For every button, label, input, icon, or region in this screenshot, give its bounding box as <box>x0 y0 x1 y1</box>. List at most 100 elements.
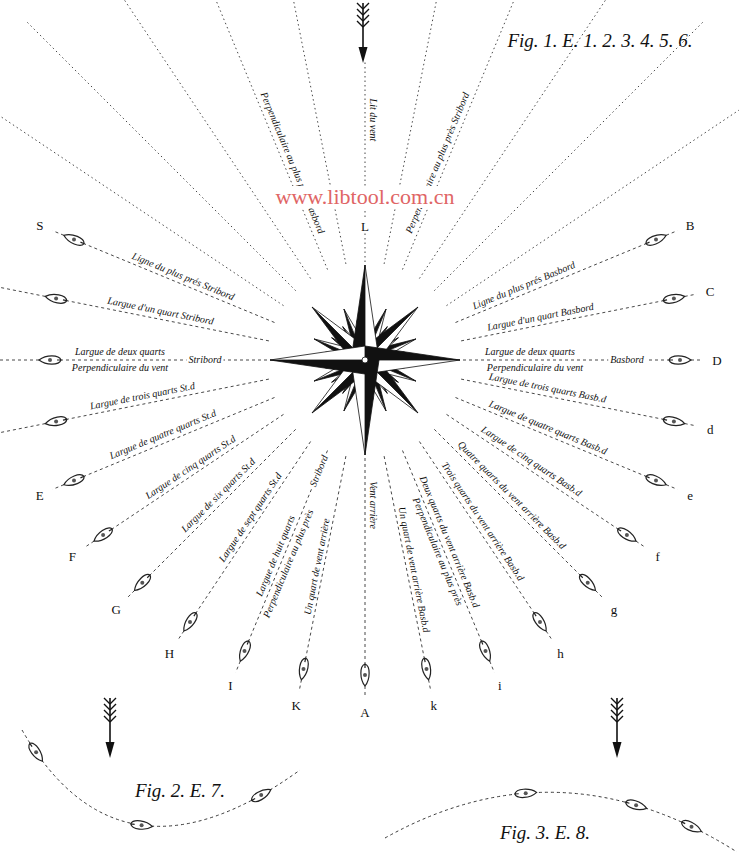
wind-ray <box>177 442 310 642</box>
ship <box>92 525 115 544</box>
watermark: www.libtool.com.cn <box>273 186 458 208</box>
ship <box>577 572 598 593</box>
point-of-sail-label: Stribord <box>187 355 224 365</box>
ray-letter: B <box>686 219 695 232</box>
ray-letter: A <box>360 706 369 719</box>
ray-letter: S <box>36 219 43 232</box>
point-of-sail-label: Perpendiculaire au plus près Stribord <box>404 91 471 235</box>
ray-letter: d <box>707 422 714 435</box>
ship <box>669 356 691 364</box>
ship-deck <box>101 533 105 537</box>
rose-point <box>365 346 460 360</box>
ray-letter: I <box>228 679 232 692</box>
ray-letter: E <box>36 488 44 501</box>
rose-point <box>365 265 379 360</box>
ship-deck <box>243 649 247 653</box>
ship <box>297 657 309 680</box>
point-of-sail-label: Vent arrière <box>368 481 378 529</box>
point-of-sail-label: Stribord <box>307 452 330 490</box>
ship-deck <box>690 825 694 829</box>
rose-point <box>351 360 365 455</box>
wind-ray <box>0 93 284 305</box>
ray-letter: C <box>706 285 715 298</box>
rose-point <box>270 360 365 374</box>
wind-ray <box>84 414 284 547</box>
ship <box>420 657 432 680</box>
ship-deck <box>140 823 144 827</box>
ray-letter: G <box>111 602 120 615</box>
point-of-sail-label: Lit du vent <box>368 99 378 142</box>
ship <box>45 292 68 304</box>
ship-deck <box>672 297 676 301</box>
ship <box>180 610 199 633</box>
ship-deck <box>524 791 528 795</box>
ray-letter: F <box>69 549 76 562</box>
ship <box>514 788 537 798</box>
ship <box>45 415 68 427</box>
ship-deck <box>259 793 263 797</box>
ship-deck <box>302 667 306 671</box>
ship-deck <box>54 297 58 301</box>
point-of-sail-label: Perpendiculaire du vent <box>72 363 168 373</box>
course-curve <box>385 792 737 852</box>
ship <box>39 356 61 364</box>
ship <box>62 472 85 488</box>
ship-deck <box>654 238 658 242</box>
point-of-sail-label: Largue de deux quarts <box>485 347 575 357</box>
wind-arrow <box>104 698 116 758</box>
point-of-sail-label: Largue d'un quart Stribord <box>107 296 215 327</box>
rose-center <box>362 357 368 363</box>
ship <box>662 415 685 427</box>
ship-deck <box>48 358 52 362</box>
ship-deck <box>625 533 629 537</box>
point-of-sail-label: Ligne du plus prés Basbord <box>471 260 577 311</box>
ship <box>680 818 703 835</box>
ship <box>250 786 273 804</box>
point-of-sail-label: Largue d'un quart Basbord <box>486 302 594 333</box>
ship <box>361 664 369 686</box>
ship <box>26 741 45 764</box>
point-of-sail-label: Perpendiculaire du vent <box>487 363 583 373</box>
point-of-sail-label: Basbord <box>608 355 646 365</box>
ship-deck <box>484 649 488 653</box>
ship-deck <box>634 803 638 807</box>
compass-rose <box>270 265 460 455</box>
ship <box>236 639 252 662</box>
wind-ray <box>26 21 296 291</box>
figure-title: Fig. 3. E. 8. <box>500 823 590 842</box>
ship-deck <box>188 620 192 624</box>
point-of-sail-label: Ligne du plus prés Stribord <box>131 251 236 302</box>
point-of-sail-label: Largue de trois quarts St.d <box>89 381 196 412</box>
ray-letter: k <box>430 699 437 712</box>
ship-deck <box>425 667 429 671</box>
wind-ray <box>0 268 269 341</box>
wind-ray <box>299 456 346 691</box>
ship-deck <box>140 581 144 585</box>
ship-deck <box>34 750 38 754</box>
ray-letter: g <box>611 602 618 615</box>
rose-point <box>365 360 379 455</box>
ship-deck <box>72 479 76 483</box>
point-of-sail-label: Quatre quarts du vent arrière Basb.d <box>456 440 568 552</box>
ships <box>26 231 703 835</box>
ship <box>644 231 667 247</box>
ray-letter: f <box>656 549 660 562</box>
ray-letter: i <box>498 679 502 692</box>
course-curve <box>22 730 300 826</box>
ship <box>644 472 667 488</box>
wind-ray <box>463 360 703 361</box>
ship-deck <box>72 238 76 242</box>
ship-deck <box>654 479 658 483</box>
ship <box>662 292 685 304</box>
figure-title: Fig. 1. E. 1. 2. 3. 4. 5. 6. <box>507 31 692 50</box>
ray-letter: e <box>687 488 693 501</box>
ray-letter: L <box>359 220 371 233</box>
ship <box>530 610 549 633</box>
point-of-sail-label: Perpendiculaire au plus près Basbord <box>258 91 325 235</box>
ray-letter: K <box>292 699 301 712</box>
wind-ray <box>365 458 366 698</box>
wind-ray <box>447 93 739 305</box>
ray-letter: D <box>712 354 721 367</box>
